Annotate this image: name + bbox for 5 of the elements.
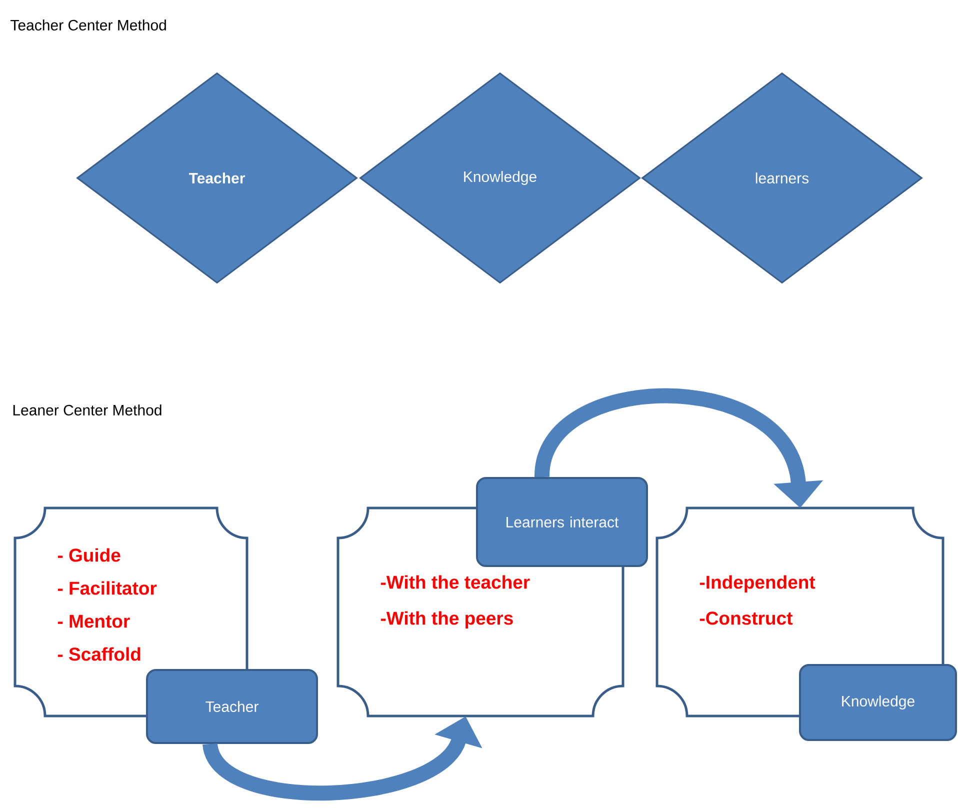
heading: Teacher Center Method bbox=[10, 20, 166, 30]
heading: Leaner Center Method bbox=[13, 404, 162, 416]
tab-box: Learners interact bbox=[476, 477, 648, 567]
tab-box: Knowledge bbox=[799, 664, 957, 741]
tab-box: Teacher bbox=[146, 669, 318, 744]
